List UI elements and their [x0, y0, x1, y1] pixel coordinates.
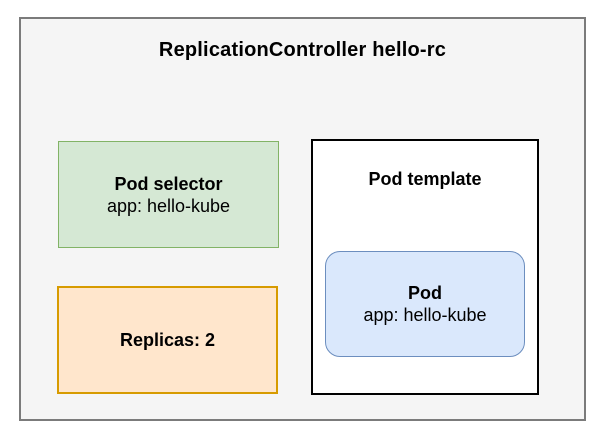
replication-controller-title: ReplicationController hello-rc — [158, 39, 447, 61]
pod-box: Pod app: hello-kube — [325, 251, 525, 357]
pod-label: app: hello-kube — [363, 305, 487, 325]
pod-selector-heading: Pod selector — [114, 173, 223, 194]
pod-selector-label: app: hello-kube — [106, 195, 231, 216]
pod-selector-box: Pod selector app: hello-kube — [58, 141, 279, 248]
pod-heading: Pod — [408, 283, 442, 303]
pod-template-heading: Pod template — [368, 169, 482, 189]
replicas-box: Replicas: 2 — [57, 286, 278, 394]
replication-controller-box: ReplicationController hello-rc Pod selec… — [19, 17, 586, 421]
replicas-heading: Replicas: 2 — [119, 330, 216, 350]
pod-template-box: Pod template Pod app: hello-kube — [311, 139, 539, 395]
